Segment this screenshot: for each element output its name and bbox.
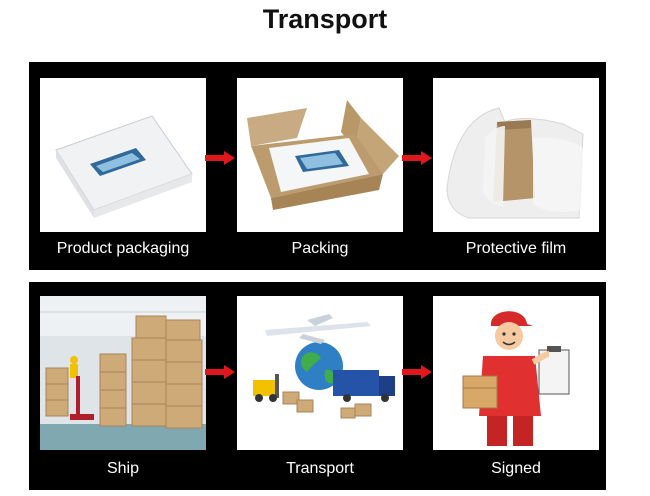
ship-image xyxy=(40,296,206,450)
arrow-right-icon xyxy=(205,365,235,379)
arrow-right-icon xyxy=(402,365,432,379)
step-caption-protective-film: Protective film xyxy=(465,240,567,257)
packing-image xyxy=(237,78,403,232)
transport-image xyxy=(237,296,403,450)
process-band-top: Product packaging Packing Protective fil… xyxy=(29,62,606,270)
page-title: Transport xyxy=(262,4,388,34)
step-caption-product-packaging: Product packaging xyxy=(56,240,190,257)
step-caption-transport: Transport xyxy=(286,460,354,477)
protective-film-image xyxy=(433,78,599,232)
product-packaging-image xyxy=(40,78,206,232)
process-band-bottom: Ship Transport Signed xyxy=(29,282,606,490)
step-caption-packing: Packing xyxy=(291,240,349,257)
step-caption-signed: Signed xyxy=(491,460,541,477)
signed-image xyxy=(433,296,599,450)
step-caption-ship: Ship xyxy=(106,460,140,477)
arrow-right-icon xyxy=(402,151,432,165)
arrow-right-icon xyxy=(205,151,235,165)
